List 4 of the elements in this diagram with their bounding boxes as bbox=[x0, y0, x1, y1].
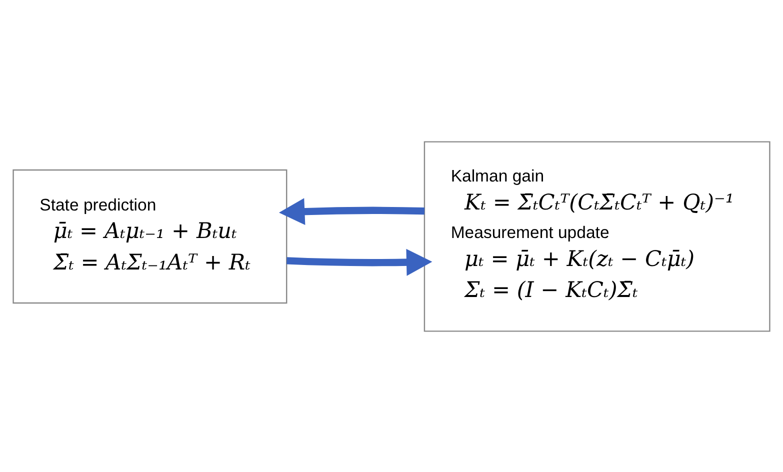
node-box: State prediction μ̄ₜ = Aₜμₜ₋₁ + Bₜuₜ Σ̄ₜ = AₜΣₜ₋₁Aₜᵀ + Rₜ bbox=[12, 168, 288, 304]
node-box: Kalman gain Kₜ = Σ̄ₜCₜᵀ(CₜΣ̄ₜCₜᵀ + Qₜ)⁻¹ Measurement update μₜ = μ̄ₜ + Kₜ(zₜ − Cₜμ̄ₜ) Σₜ = (I − KₜCₜ)Σ̄ₜ bbox=[424, 140, 770, 332]
arrow bbox=[278, 198, 425, 225]
arrow bbox=[286, 248, 432, 276]
